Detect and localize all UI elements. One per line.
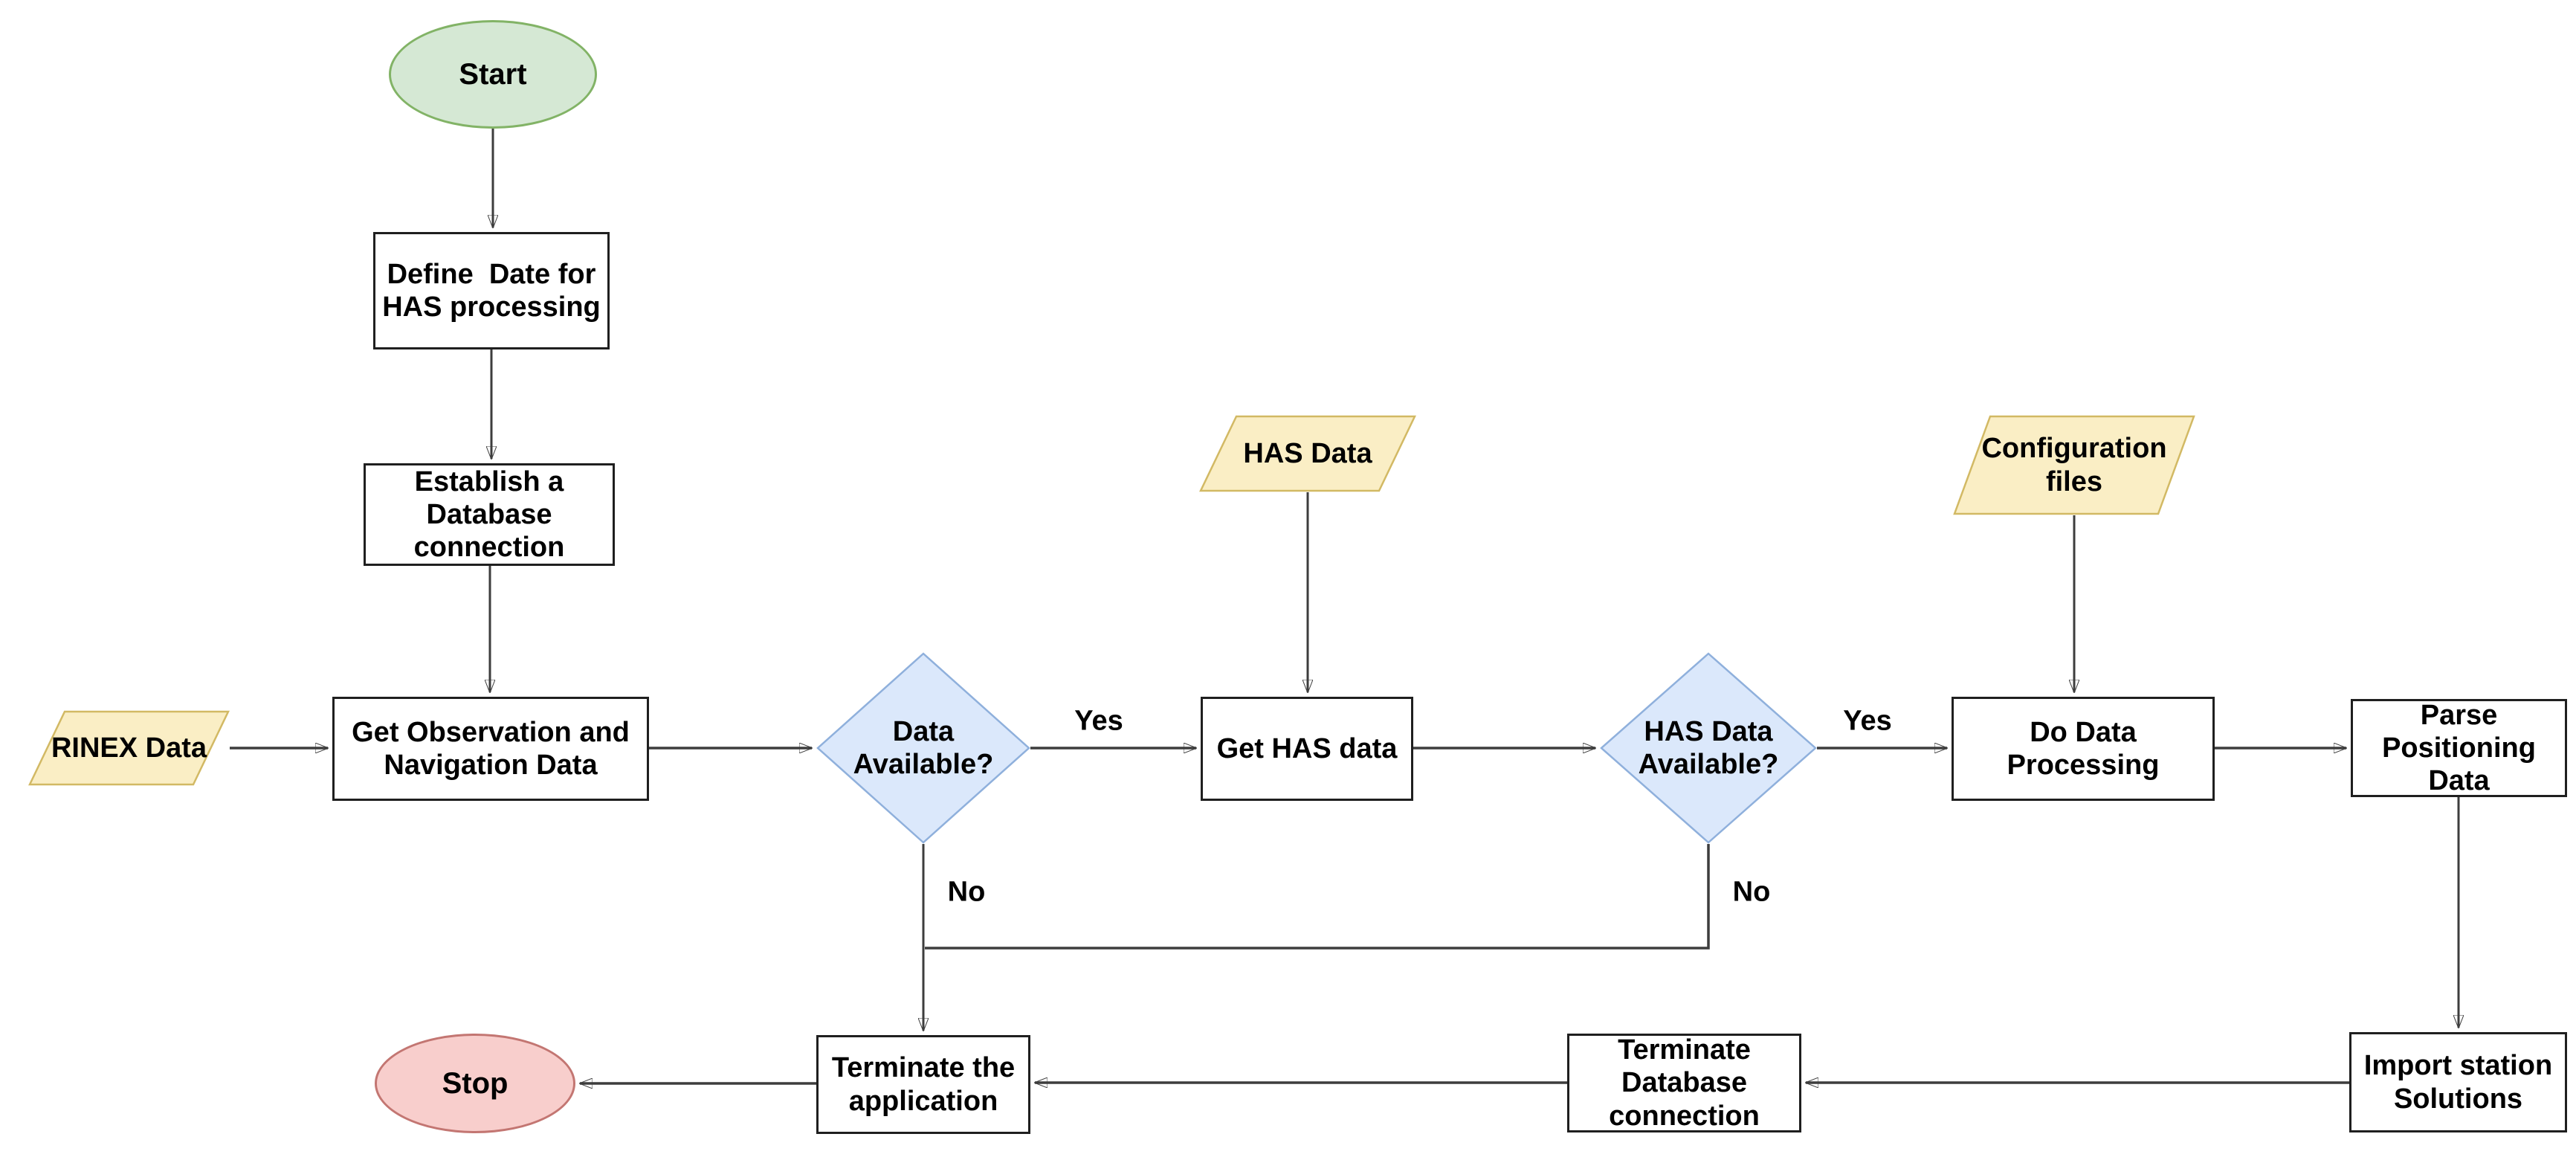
rinex-parallelogram (28, 710, 230, 786)
node-start: Start (389, 20, 597, 129)
node-establish-db-label: Establish a Database connection (413, 465, 565, 564)
node-config-files: Configuration files (1953, 415, 2195, 515)
has-available-diamond (1600, 652, 1817, 844)
node-do-processing-label: Do Data Processing (2007, 716, 2160, 781)
node-get-has-label: Get HAS data (1216, 732, 1398, 764)
config-files-parallelogram (1953, 415, 2195, 515)
node-terminate-app: Terminate the application (816, 1035, 1030, 1134)
node-config-files-label: Configuration files (1981, 433, 2167, 497)
node-rinex-data: RINEX Data (28, 710, 230, 786)
config-files-parallelogram-shape (1953, 415, 2195, 515)
node-establish-db: Establish a Database connection (364, 463, 615, 566)
node-has-data-label: HAS Data (1243, 437, 1372, 469)
data-available-diamond-shape (816, 652, 1030, 844)
has-data-parallelogram (1199, 415, 1416, 492)
node-terminate-app-label: Terminate the application (831, 1052, 1016, 1117)
edge-label-no-2: No (1732, 876, 1771, 908)
node-import-station: Import station Solutions (2349, 1032, 2567, 1132)
node-do-processing: Do Data Processing (1952, 697, 2215, 801)
node-parse-positioning-label: Parse Positioning Data (2382, 699, 2536, 797)
node-parse-positioning: Parse Positioning Data (2351, 699, 2567, 797)
node-stop-label: Stop (442, 1066, 509, 1100)
has-available-diamond-shape (1600, 652, 1817, 844)
node-has-available: HAS Data Available? (1600, 652, 1817, 844)
rinex-parallelogram-shape (28, 710, 230, 786)
node-stop: Stop (375, 1034, 575, 1133)
edge-has-available-no (925, 844, 1710, 950)
data-available-diamond (816, 652, 1030, 844)
edge-label-no-1: No (947, 876, 986, 908)
node-import-station-label: Import station Solutions (2363, 1050, 2553, 1115)
node-get-obs-label: Get Observation and Navigation Data (352, 716, 630, 781)
node-define-date: Define Date for HAS processing (373, 232, 610, 349)
node-has-available-label: HAS Data Available? (1638, 715, 1779, 780)
node-data-available-label: Data Available? (853, 715, 994, 780)
node-data-available: Data Available? (816, 652, 1030, 844)
edge-label-yes-2: Yes (1843, 705, 1892, 737)
edge-label-yes-1: Yes (1074, 705, 1123, 737)
node-define-date-label: Define Date for HAS processing (382, 258, 601, 323)
node-has-data: HAS Data (1199, 415, 1416, 492)
node-terminate-db: Terminate Database connection (1567, 1034, 1801, 1132)
node-start-label: Start (459, 57, 527, 91)
node-get-obs: Get Observation and Navigation Data (332, 697, 649, 801)
node-terminate-db-label: Terminate Database connection (1609, 1034, 1760, 1132)
has-data-parallelogram-shape (1199, 415, 1416, 492)
node-rinex-data-label: RINEX Data (51, 732, 207, 764)
node-get-has: Get HAS data (1201, 697, 1413, 801)
